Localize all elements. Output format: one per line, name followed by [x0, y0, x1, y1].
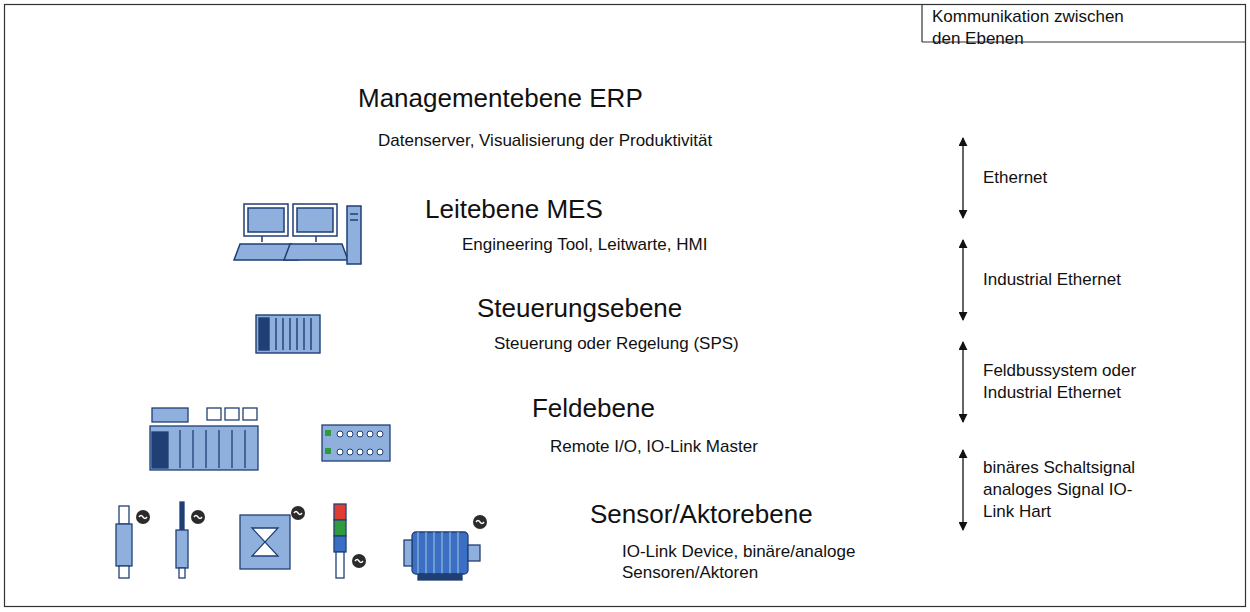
level-rule: [557, 489, 922, 490]
communication-arrow: [962, 450, 963, 530]
communication-arrow: [962, 240, 963, 320]
level-rule: [443, 279, 922, 280]
protocol-label: Ethernet: [983, 167, 1155, 189]
protocol-label: binäres Schaltsignal analoges Signal IO-…: [983, 457, 1155, 523]
pyramid-slice: [70, 382, 558, 490]
level-rule: [313, 41, 922, 42]
level-description: Remote I/O, IO-Link Master: [550, 436, 758, 457]
pyramid-slice: [128, 280, 498, 382]
pyramid-slice: [184, 178, 443, 280]
level-band: [184, 178, 922, 280]
level-band: [70, 382, 922, 490]
column-header: Kommunikation zwischen den Ebenen: [932, 6, 1147, 50]
level-heading: Feldebene: [532, 392, 655, 425]
plc-icon: [256, 315, 320, 353]
io-link-symbol: [136, 506, 487, 568]
level-heading: Managementebene ERP: [358, 82, 643, 115]
communication-arrow: [962, 342, 963, 422]
level-rule: [498, 381, 922, 382]
level-description: Datenserver, Visualisierung der Produkti…: [378, 130, 712, 151]
protocol-label: Feldbussystem oder Industrial Ethernet: [983, 360, 1155, 404]
communication-arrow: [962, 138, 963, 218]
level-description: Engineering Tool, Leitwarte, HMI: [462, 234, 707, 255]
level-heading: Leitebene MES: [425, 193, 603, 226]
pyramid-level: Leitebene MES Engineering Tool, Leitwarte…: [184, 178, 922, 280]
level-description: Steuerung oder Regelung (SPS): [494, 333, 739, 354]
level-description: IO-Link Device, binäre/analoge Sensoren/…: [622, 541, 912, 584]
protocol-label: Industrial Ethernet: [983, 269, 1155, 291]
pyramid-level: SteuerungsebeneSteuerung oder Regelung (…: [128, 280, 922, 382]
level-heading: Sensor/Aktorebene: [590, 498, 813, 531]
remote-io-icon: [150, 408, 258, 470]
pyramid-level: FeldebeneRemote I/O, IO-Link Master: [70, 382, 922, 490]
sensor-icons: [116, 502, 480, 580]
pyramid-level: Sensor/AktorebeneIO-Link Device, binäre/…: [7, 490, 922, 605]
pyramid-level: Managementebene ERP Datenserver, Visualis…: [239, 42, 922, 178]
outer-frame: [5, 5, 1246, 607]
column-divider: [921, 5, 922, 42]
level-rule: [387, 177, 922, 178]
io-link-master-icon: [322, 425, 390, 461]
level-heading: Steuerungsebene: [477, 292, 682, 325]
computer-icon: [234, 204, 361, 264]
pyramid-slice: [7, 490, 620, 605]
